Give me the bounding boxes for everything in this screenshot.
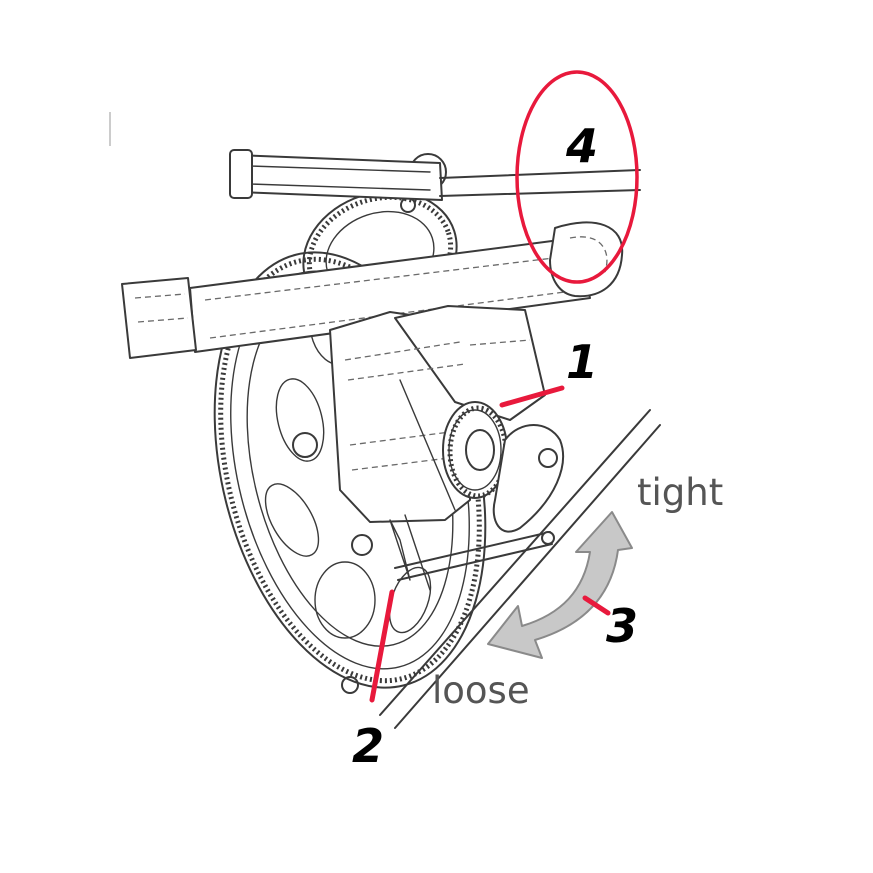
callout-circle-4 [515,70,639,284]
crank-bracket [329,305,546,523]
main-tube [121,221,624,359]
callout-lines [369,70,639,703]
eccentric-hub [442,401,565,533]
callout-line-3 [582,595,611,616]
tension-adjust-arrow [487,511,633,659]
callout-number-3: 3 [606,599,638,653]
hex-key [389,514,555,591]
label-loose: loose [432,669,530,712]
label-tight: tight [637,471,723,514]
callout-number-1: 1 [566,335,598,389]
callout-number-2: 2 [352,719,384,773]
callout-number-4: 4 [565,119,598,173]
callout-line-1 [499,385,565,408]
upper-frame-tube [229,149,641,201]
callout-line-2 [369,589,395,703]
chain [379,409,661,729]
